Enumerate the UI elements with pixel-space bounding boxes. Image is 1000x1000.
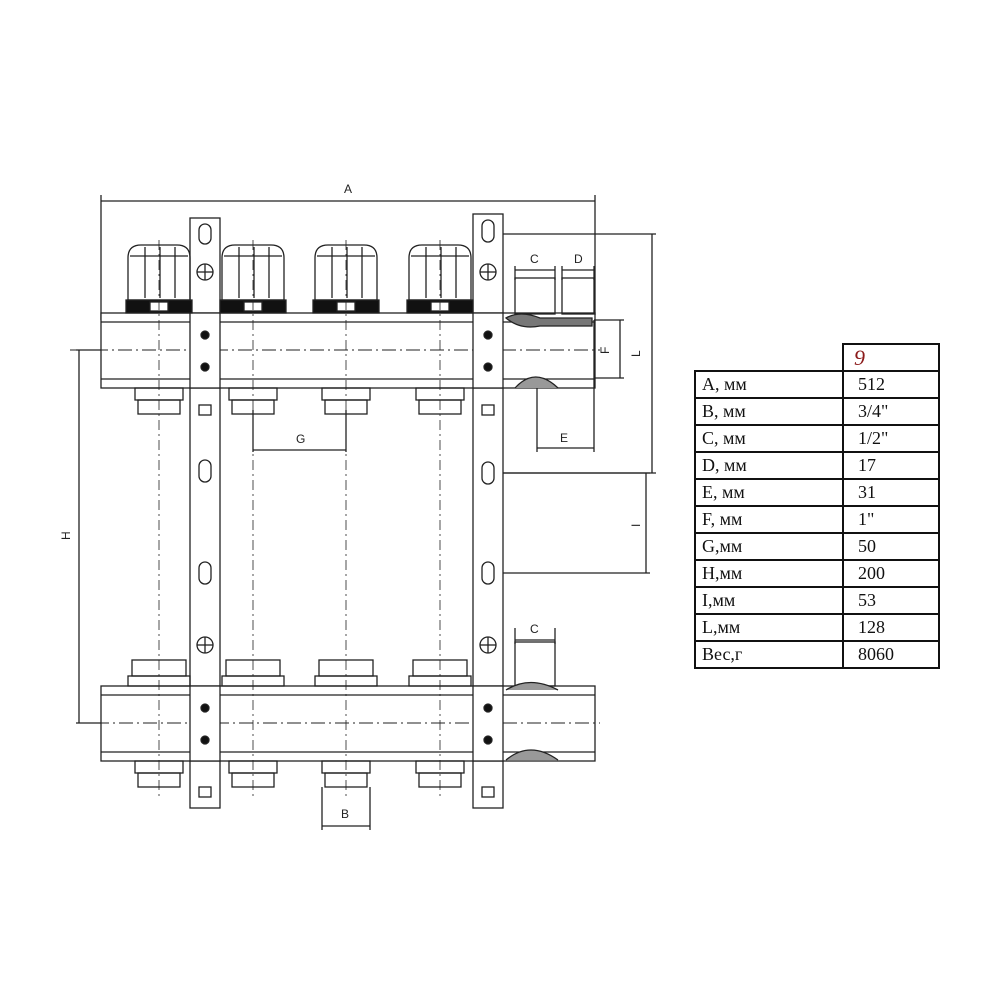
- spec-param-label: B, мм: [694, 397, 844, 426]
- spec-param-label: A, мм: [694, 370, 844, 399]
- spec-param-value: 200: [842, 559, 940, 588]
- dimension-f: [594, 319, 624, 379]
- spec-param-value: 128: [842, 613, 940, 642]
- spec-param-label: L,мм: [694, 613, 844, 642]
- spec-param-label: E, мм: [694, 478, 844, 507]
- dimension-a: [100, 195, 596, 320]
- spec-param-label: C, мм: [694, 424, 844, 453]
- spec-param-label: H,мм: [694, 559, 844, 588]
- dim-label-c-bottom: C: [530, 622, 539, 636]
- dim-label-a: A: [344, 182, 352, 196]
- spec-param-value: 3/4": [842, 397, 940, 426]
- dim-label-f: F: [598, 347, 612, 354]
- lower-outlet-nuts: [134, 760, 465, 788]
- upper-manifold-bar: [70, 277, 600, 389]
- spec-param-value: 1": [842, 505, 940, 534]
- dim-label-b: B: [341, 807, 349, 821]
- spec-header-empty: [695, 344, 844, 372]
- spec-param-value: 50: [842, 532, 940, 561]
- spec-param-value: 512: [842, 370, 940, 399]
- dimension-c-bottom: [514, 628, 556, 644]
- dimension-g: [252, 410, 347, 452]
- dim-label-d: D: [574, 252, 583, 266]
- spec-param-value: 8060: [842, 640, 940, 669]
- spec-param-label: I,мм: [694, 586, 844, 615]
- dim-label-e: E: [560, 431, 568, 445]
- spec-model-number: 9: [842, 343, 940, 372]
- lower-top-fittings: [127, 659, 472, 687]
- spec-table-header-row: 9: [695, 343, 940, 372]
- dimension-b: [321, 787, 371, 830]
- spec-param-value: 17: [842, 451, 940, 480]
- dimension-d: [561, 266, 595, 280]
- spec-param-label: F, мм: [694, 505, 844, 534]
- dimension-i: [503, 472, 650, 574]
- spec-param-label: D, мм: [694, 451, 844, 480]
- outlet-center-lines: [158, 240, 441, 800]
- dimension-e: [536, 320, 595, 452]
- right-bracket: [472, 213, 504, 809]
- spec-param-value: 53: [842, 586, 940, 615]
- dim-label-h: H: [59, 531, 73, 540]
- dimension-c-top: [514, 266, 556, 280]
- left-bracket: [189, 217, 221, 809]
- spec-param-label: Вес,г: [694, 640, 844, 669]
- dim-label-i: I: [629, 524, 643, 527]
- dimension-h: [76, 349, 101, 724]
- spec-param-value: 1/2": [842, 424, 940, 453]
- spec-param-label: G,мм: [694, 532, 844, 561]
- dim-label-l: L: [629, 350, 643, 357]
- spec-param-value: 31: [842, 478, 940, 507]
- dim-label-g: G: [296, 432, 305, 446]
- lower-manifold-bar: [95, 641, 600, 762]
- upper-outlet-nuts: [134, 387, 465, 415]
- dim-label-c-top: C: [530, 252, 539, 266]
